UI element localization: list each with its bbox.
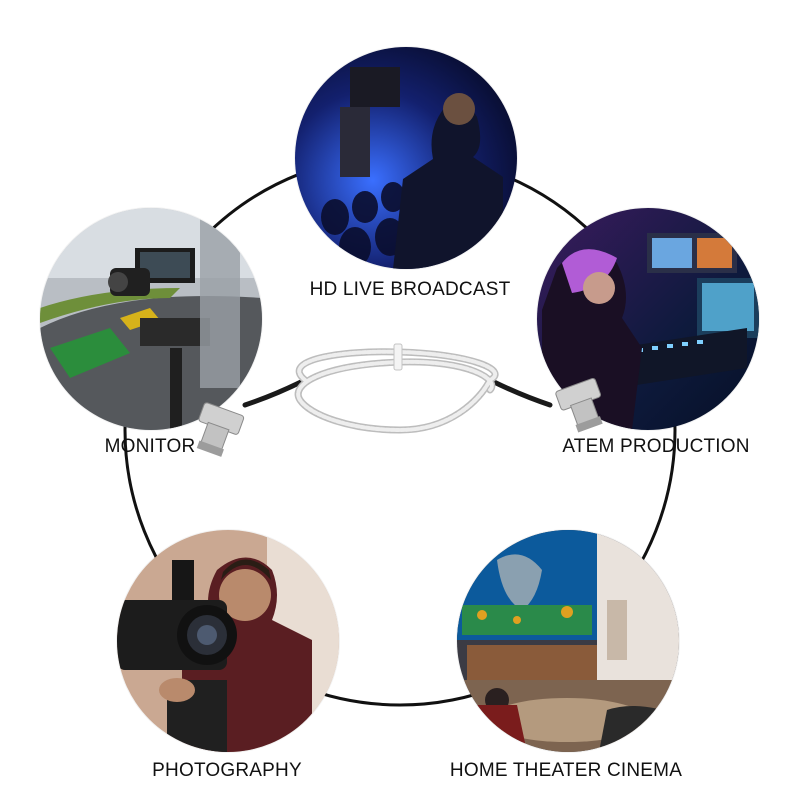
monitor-label: MONITOR — [104, 436, 196, 457]
broadcast-label: HD LIVE BROADCAST — [309, 279, 511, 300]
bnc-cable-icon — [196, 343, 603, 457]
photography-label: PHOTOGRAPHY — [152, 760, 302, 781]
home-theater-photo — [457, 530, 679, 752]
broadcast-photo — [295, 47, 517, 269]
cinema-label: HOME THEATER CINEMA — [449, 760, 683, 781]
photography-photo — [117, 530, 339, 752]
atem-label: ATEM PRODUCTION — [562, 436, 750, 457]
